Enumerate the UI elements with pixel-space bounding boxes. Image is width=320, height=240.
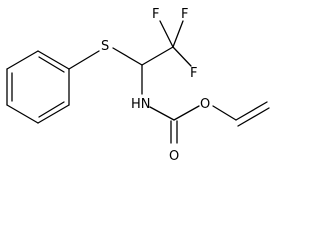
bond-ring-6 [6, 50, 39, 70]
bond-ester-oxygen-vinyl [212, 105, 237, 121]
bond-c-f2 [172, 20, 184, 48]
bond-ring-1 [37, 50, 70, 70]
bond-ring-4 [6, 104, 39, 124]
bond-ring-inner-1 [38, 56, 65, 73]
atom-carbonyl-oxygen: O [169, 149, 179, 164]
atom-fluorine-1: F [152, 7, 159, 22]
bond-vinyl-double-2 [237, 107, 270, 127]
bond-sulfur-ch [112, 47, 143, 66]
structure-canvas: F F F S HN O O [6, 7, 270, 164]
bond-ring-inner-2 [38, 101, 65, 118]
atom-ester-oxygen: O [200, 97, 210, 112]
bond-nh-carbonyl [149, 106, 175, 121]
atom-sulfur: S [101, 39, 109, 54]
bond-c-f1 [159, 20, 174, 48]
bond-c-f3 [172, 46, 192, 67]
bond-ring-sulfur [68, 50, 100, 70]
atom-nitrogen: HN [131, 97, 151, 112]
bond-vinyl-double-1 [235, 101, 268, 121]
bond-ch-cf3 [141, 46, 174, 66]
atom-fluorine-2: F [181, 7, 188, 22]
bond-carbonyl-ester-oxygen [173, 105, 200, 121]
phenyl-ring [6, 50, 70, 124]
molecule-diagram: F F F S HN O O [6, 7, 270, 164]
bond-ring-3 [37, 104, 70, 124]
atom-fluorine-3: F [190, 66, 197, 81]
